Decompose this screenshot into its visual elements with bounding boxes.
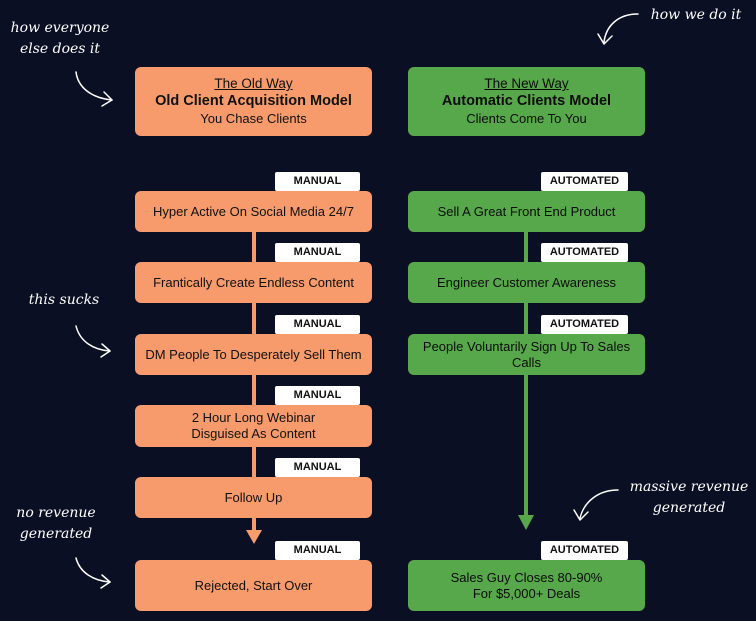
old-step-2: Frantically Create Endless Content [135,262,372,303]
new-way-subtitle: The New Way [484,76,569,91]
old-final-tag: MANUAL [275,541,360,560]
old-step-3-tag: MANUAL [275,315,360,334]
note-no-revenue: no revenue generated [16,505,96,542]
old-step-5: Follow Up [135,477,372,518]
old-way-title: Old Client Acquisition Model [155,93,352,109]
new-step-1-tag: AUTOMATED [541,172,628,191]
arrow-icon-no-revenue [75,557,111,589]
new-step-3: People Voluntarily Sign Up To Sales Call… [408,334,645,375]
new-step-2-label: Engineer Customer Awareness [437,274,616,290]
old-step-4-tag: MANUAL [275,386,360,405]
old-step-1: Hyper Active On Social Media 24/7 [135,191,372,232]
new-step-2-tag: AUTOMATED [541,243,628,262]
new-way-caption: Clients Come To You [466,111,587,126]
note-how-we-do-it: how we do it [650,7,742,23]
old-step-4-label-line1: 2 Hour Long Webinar [191,410,316,425]
arrow-icon-how-everyone [75,71,113,107]
old-step-3: DM People To Desperately Sell Them [135,334,372,375]
note-this-sucks: this sucks [28,292,100,308]
arrow-icon-this-sucks [75,325,111,358]
old-step-3-label: DM People To Desperately Sell Them [145,346,362,362]
old-way-subtitle: The Old Way [214,76,293,91]
old-step-4-label-line2: Disguised As Content [191,426,316,441]
new-step-3-label-line2: Calls [512,354,541,370]
old-step-2-tag: MANUAL [275,243,360,262]
old-way-caption: You Chase Clients [200,111,307,126]
new-step-1: Sell A Great Front End Product [408,191,645,232]
new-final-label-line2: For $5,000+ Deals [472,585,581,601]
old-final-label: Rejected, Start Over [194,577,313,593]
old-final-step: Rejected, Start Over [135,560,372,611]
new-step-3-tag: AUTOMATED [541,315,628,334]
new-final-tag: AUTOMATED [541,541,628,560]
note-how-everyone-else: how everyone else does it [10,20,110,57]
old-step-1-tag: MANUAL [275,172,360,191]
old-step-4: 2 Hour Long Webinar Disguised As Content [135,405,372,447]
old-step-2-label: Frantically Create Endless Content [153,274,354,290]
new-way-title: Automatic Clients Model [441,93,612,109]
old-step-5-label: Follow Up [224,489,283,505]
old-way-connector-line [252,232,256,530]
new-way-header: The New Way Automatic Clients Model Clie… [408,67,645,136]
old-step-5-tag: MANUAL [275,458,360,477]
new-step-3-label-line1: People Voluntarily Sign Up To Sales [422,338,631,354]
new-step-1-label: Sell A Great Front End Product [437,203,616,219]
arrow-icon-how-we-do-it [597,13,639,45]
old-step-1-label: Hyper Active On Social Media 24/7 [153,203,354,219]
new-final-label-line1: Sales Guy Closes 80-90% [450,569,603,585]
arrow-icon-massive-revenue [573,489,619,521]
new-final-step: Sales Guy Closes 80-90% For $5,000+ Deal… [408,560,645,611]
note-massive-revenue: massive revenue generated [629,479,749,516]
old-way-header: The Old Way Old Client Acquisition Model… [135,67,372,136]
new-step-2: Engineer Customer Awareness [408,262,645,303]
